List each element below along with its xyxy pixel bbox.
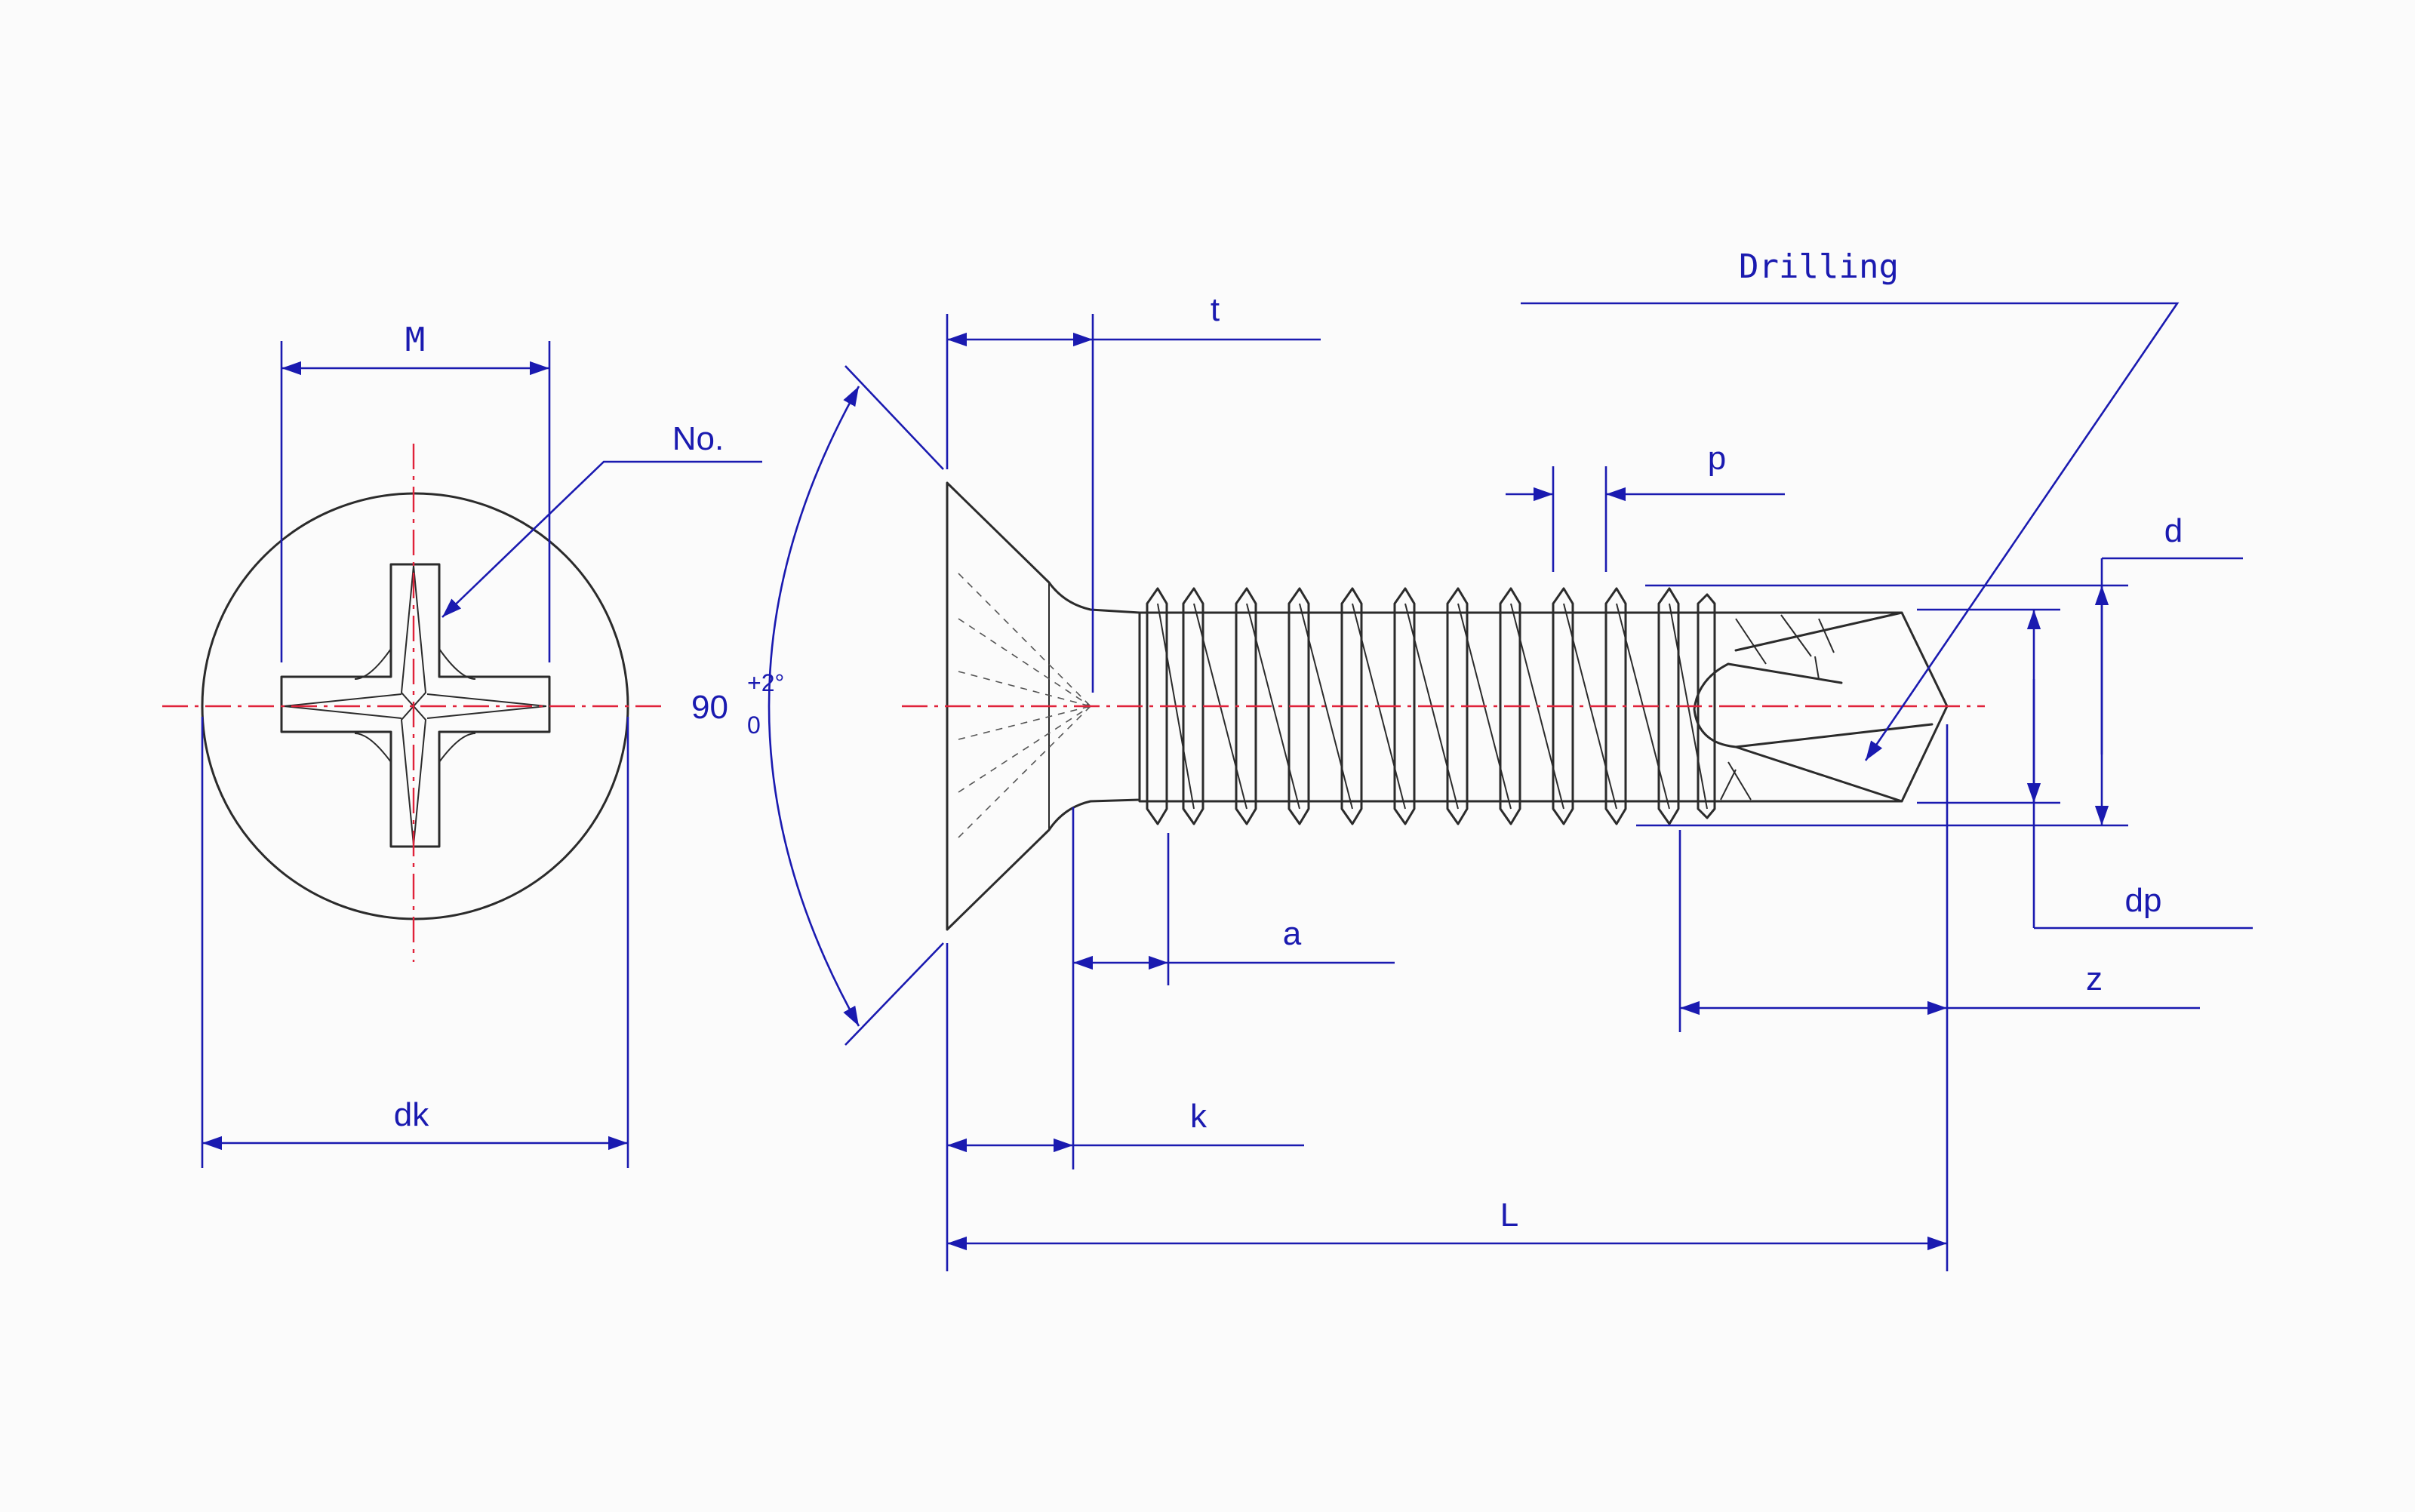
l-label: L: [1500, 1197, 1518, 1234]
hidden-recess-lines: [958, 573, 1091, 838]
no-label: No.: [672, 420, 724, 457]
no-leader-line: [441, 460, 762, 618]
drill-point-flute: [1693, 611, 1934, 803]
phillips-recess-icon: [280, 563, 551, 848]
side-view-dimensions: 90 +2° 0 t p Drilling d dp: [691, 247, 2253, 1271]
z-label: z: [2086, 960, 2103, 997]
angle-label: 90: [691, 689, 728, 726]
countersunk-head: [946, 481, 1141, 931]
dp-label: dp: [2125, 882, 2162, 919]
m-label: M: [405, 321, 426, 359]
screw-side-view: [902, 481, 1985, 931]
angle-extension-top: [844, 365, 944, 470]
p-label: p: [1708, 440, 1726, 477]
angle-upper-tolerance: +2°: [747, 669, 784, 696]
angle-lower-tolerance: 0: [747, 711, 761, 739]
d-label: d: [2164, 512, 2183, 549]
head-top-view: M No. dk: [162, 321, 762, 1168]
drill-point-detail: [1720, 614, 1835, 801]
k-label: k: [1190, 1098, 1208, 1135]
drilling-label: Drilling: [1739, 247, 1899, 286]
angle-arc: [768, 386, 860, 1027]
angle-extension-bottom: [844, 942, 944, 1046]
thread-crests: [1146, 587, 1716, 825]
a-label: a: [1283, 915, 1302, 952]
dk-label: dk: [394, 1096, 429, 1133]
t-label: t: [1211, 291, 1220, 328]
drilling-leader-line: [1521, 302, 2180, 761]
